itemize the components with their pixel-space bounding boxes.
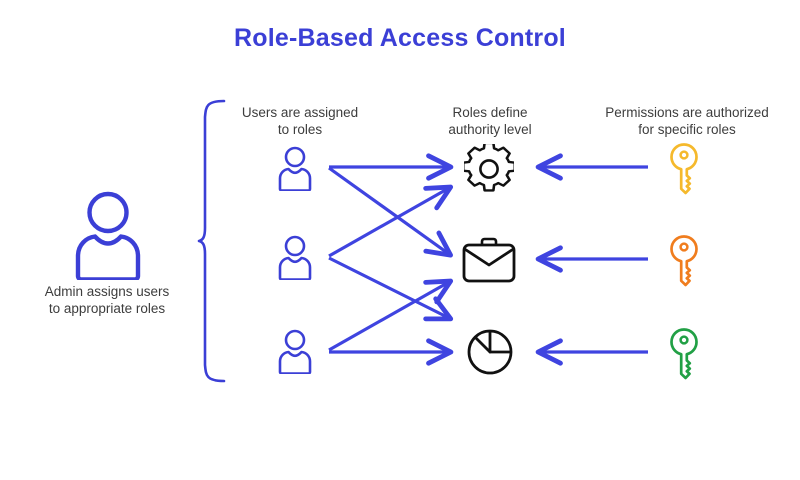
user-3[interactable]: [272, 328, 318, 375]
roles-caption: Roles define authority level: [448, 105, 532, 137]
user-2[interactable]: [272, 234, 318, 281]
key-icon: [670, 143, 698, 195]
role-3[interactable]: [466, 328, 514, 376]
arrow-user3-role2: [328, 278, 454, 352]
role-2[interactable]: [461, 236, 517, 284]
arrow-user2-role2: [328, 256, 454, 322]
permission-3[interactable]: [666, 327, 702, 381]
key-icon: [670, 328, 698, 380]
page-title: Role-Based Access Control: [234, 24, 566, 52]
pie-chart-icon: [467, 329, 513, 375]
permissions-caption: Permissions are authorized for specific …: [605, 105, 769, 137]
role-1[interactable]: [461, 141, 517, 194]
gear-icon: [461, 141, 517, 192]
users-caption: Users are assigned to roles: [241, 105, 359, 137]
admin-caption: Admin assigns users to appropriate roles: [44, 284, 170, 316]
person-icon: [278, 146, 312, 192]
permission-2[interactable]: [666, 234, 702, 288]
arrow-user1-role2: [328, 166, 453, 258]
user-1[interactable]: [272, 145, 318, 192]
admin-person[interactable]: [60, 188, 156, 282]
person-icon: [278, 235, 312, 281]
key-icon: [670, 235, 698, 287]
arrow-user2-role1: [328, 184, 454, 258]
person-icon: [278, 329, 312, 375]
person-icon: [75, 191, 141, 282]
briefcase-icon: [462, 237, 516, 283]
users-group-brace: [197, 99, 226, 383]
permission-1[interactable]: [666, 142, 702, 196]
